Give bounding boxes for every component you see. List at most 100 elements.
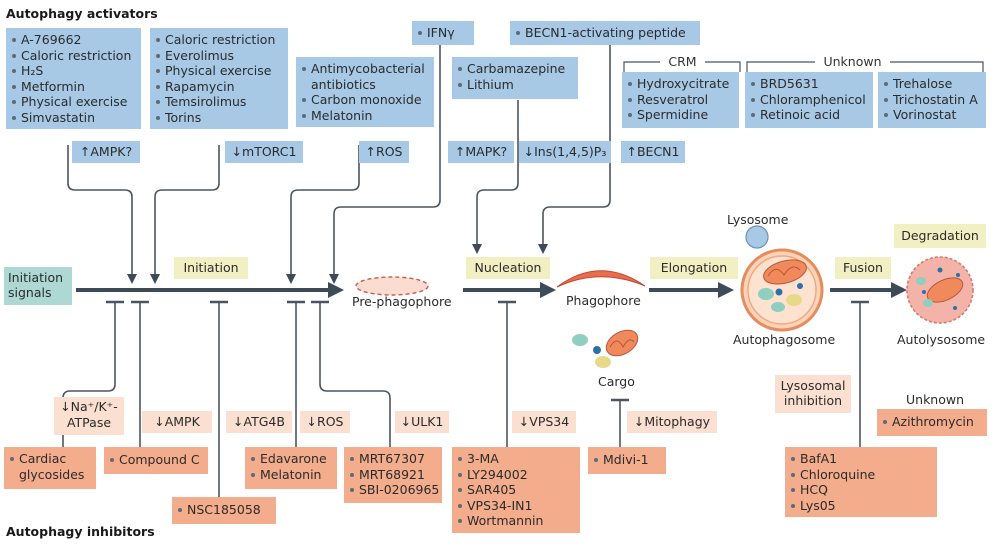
list-item: A-769662: [10, 32, 137, 48]
stage-fusion: Fusion: [835, 257, 891, 279]
list-item: BECN1-activating peptide: [514, 25, 696, 41]
list-item: VPS34-IN1: [456, 498, 576, 514]
list-item: Vorinostat: [882, 107, 982, 123]
target-mtorc1-down: ↓mTORC1: [225, 141, 303, 163]
list-item: Melatonin: [300, 108, 430, 124]
target-ros-down: ↓ROS: [300, 411, 350, 433]
list-item: Physical exercise: [154, 63, 284, 79]
stage-nucleation: Nucleation: [466, 257, 550, 279]
list-item: BRD5631: [749, 76, 869, 92]
inhibitor-box-azithromycin: Azithromycin: [877, 409, 987, 436]
phagophore-shape: [556, 270, 646, 288]
activator-box-becn1: BECN1-activating peptide: [510, 21, 700, 45]
stage-elongation: Elongation: [650, 257, 738, 279]
list-item: Mdivi-1: [592, 452, 662, 468]
activator-box-mapk: Carbamazepine Lithium: [452, 57, 578, 99]
list-item: Carbamazepine: [456, 61, 574, 77]
list-item: Carbon monoxide: [300, 92, 430, 108]
initiation-signals-box: Initiation signals: [4, 267, 72, 305]
list-item: Trehalose: [882, 76, 982, 92]
list-item: Wortmannin: [456, 513, 576, 529]
list-item: 3-MA: [456, 451, 576, 467]
autolysosome-label: Autolysosome: [897, 332, 986, 347]
target-ampk-up: ↑AMPK?: [72, 141, 140, 163]
activator-box-ifn: IFNγ: [412, 21, 474, 45]
cargo-label: Cargo: [598, 374, 635, 389]
inhibitor-box-mdivi: Mdivi-1: [588, 447, 666, 474]
autophagosome-shape: [740, 248, 824, 332]
list-item: Edavarone: [249, 451, 333, 467]
list-item: Cardiac glycosides: [8, 451, 92, 482]
lysosome-label: Lysosome: [727, 212, 789, 227]
list-item: Trichostatin A: [882, 92, 982, 108]
list-item: SAR405: [456, 482, 576, 498]
list-item: Spermidine: [626, 107, 735, 123]
inhibitor-connectors: [62, 300, 869, 497]
list-item: Everolimus: [154, 48, 284, 64]
lysosomal-inhibition-label: Lysosomal inhibition: [775, 375, 851, 413]
activator-list-unknown-1: BRD5631 Chloramphenicol Retinoic acid: [749, 76, 869, 123]
stage-degradation: Degradation: [894, 224, 986, 248]
list-item: IFNγ: [416, 25, 470, 41]
activator-list-mtorc1: Caloric restriction Everolimus Physical …: [154, 32, 284, 125]
inhibitor-box-edavarone: Edavarone Melatonin: [245, 447, 337, 489]
activator-list-ampk: A-769662 Caloric restriction H₂S Metform…: [10, 32, 137, 125]
list-item: Rapamycin: [154, 79, 284, 95]
target-ros-up: ↑ROS: [359, 141, 409, 163]
activator-box-crm: Hydroxycitrate Resveratrol Spermidine: [622, 72, 739, 128]
pre-phagophore-shape: [355, 276, 429, 296]
activator-list-mapk: Carbamazepine Lithium: [456, 61, 574, 92]
target-ins-down: ↓Ins(1,4,5)P₃: [519, 141, 611, 163]
list-item: BafA1: [789, 451, 933, 467]
inhibitors-heading: Autophagy inhibitors: [6, 524, 155, 539]
phagophore-label: Phagophore: [566, 293, 641, 308]
target-atpase-down: ↓Na⁺/K⁺-ATPase: [54, 397, 124, 435]
target-mitophagy-down: ↓Mitophagy: [627, 411, 717, 433]
list-item: MRT68921: [348, 467, 438, 483]
list-item: Melatonin: [249, 467, 333, 483]
target-ampk-down: ↓AMPK: [142, 411, 212, 433]
activator-list-crm: Hydroxycitrate Resveratrol Spermidine: [626, 76, 735, 123]
target-becn1-up: ↑BECN1: [621, 141, 685, 163]
list-item: Lithium: [456, 77, 574, 93]
list-item: Torins: [154, 110, 284, 126]
inhibitor-box-lysosomal: BafA1 Chloroquine HCQ Lys05: [785, 447, 937, 517]
unknown-inhibitor-label: Unknown: [906, 392, 965, 407]
activator-list-ros: Antimycobacterial antibiotics Carbon mon…: [300, 61, 430, 123]
activator-box-mtorc1: Caloric restriction Everolimus Physical …: [150, 28, 288, 129]
pre-phagophore-label: Pre-phagophore: [352, 294, 452, 309]
list-item: Simvastatin: [10, 110, 137, 126]
inhibitor-box-compound-c: Compound C: [104, 447, 208, 474]
activator-box-unknown-2: Trehalose Trichostatin A Vorinostat: [878, 72, 986, 128]
activator-connectors: [67, 44, 611, 284]
unknown-group-label: Unknown: [823, 54, 882, 69]
target-vps34-down: ↓VPS34: [512, 411, 576, 433]
list-item: Antimycobacterial antibiotics: [300, 61, 430, 92]
activator-box-ampk: A-769662 Caloric restriction H₂S Metform…: [6, 28, 141, 129]
cargo-shapes: [572, 329, 639, 368]
activator-box-unknown-1: BRD5631 Chloramphenicol Retinoic acid: [745, 72, 873, 128]
list-item: NSC185058: [176, 502, 272, 518]
crm-group-label: CRM: [668, 54, 697, 69]
target-atg4b-down: ↓ATG4B: [226, 411, 292, 433]
inhibitor-box-vps34: 3-MA LY294002 SAR405 VPS34-IN1 Wortmanni…: [452, 447, 580, 533]
list-item: Caloric restriction: [10, 48, 137, 64]
list-item: SBI-0206965: [348, 482, 439, 498]
inhibitor-box-nsc: NSC185058: [172, 497, 276, 524]
list-item: Chloroquine: [789, 467, 933, 483]
list-item: MRT67307: [348, 451, 438, 467]
lysosome-shape: [745, 225, 769, 249]
inhibitor-box-mrt: MRT67307 MRT68921 SBI-0206965: [344, 447, 442, 503]
list-item: Compound C: [108, 452, 204, 468]
target-ulk1-down: ↓ULK1: [395, 411, 449, 433]
list-item: Physical exercise: [10, 94, 137, 110]
list-item: Temsirolimus: [154, 94, 284, 110]
list-item: Azithromycin: [881, 414, 983, 430]
inhibitor-box-cardiac: Cardiac glycosides: [4, 447, 96, 489]
activators-heading: Autophagy activators: [6, 6, 158, 21]
group-brackets: [623, 61, 984, 72]
list-item: H₂S: [10, 63, 137, 79]
list-item: HCQ: [789, 482, 933, 498]
list-item: LY294002: [456, 467, 576, 483]
